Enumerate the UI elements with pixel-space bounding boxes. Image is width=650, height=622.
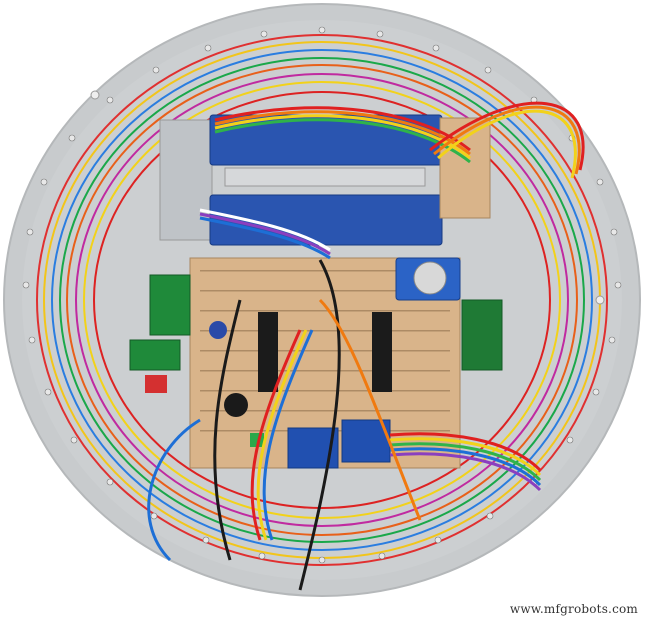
led-ring bbox=[36, 34, 608, 566]
red-connector bbox=[145, 375, 167, 393]
green-pcb-left bbox=[149, 274, 191, 336]
watermark: www.mfgrobots.com bbox=[509, 602, 638, 616]
ribbon-cables bbox=[147, 101, 585, 591]
metal-bracket bbox=[159, 119, 213, 241]
led-dots bbox=[22, 26, 622, 564]
ic-chip-right bbox=[372, 312, 392, 392]
green-pcb-right bbox=[461, 299, 503, 371]
ic-chip-left bbox=[258, 312, 278, 392]
